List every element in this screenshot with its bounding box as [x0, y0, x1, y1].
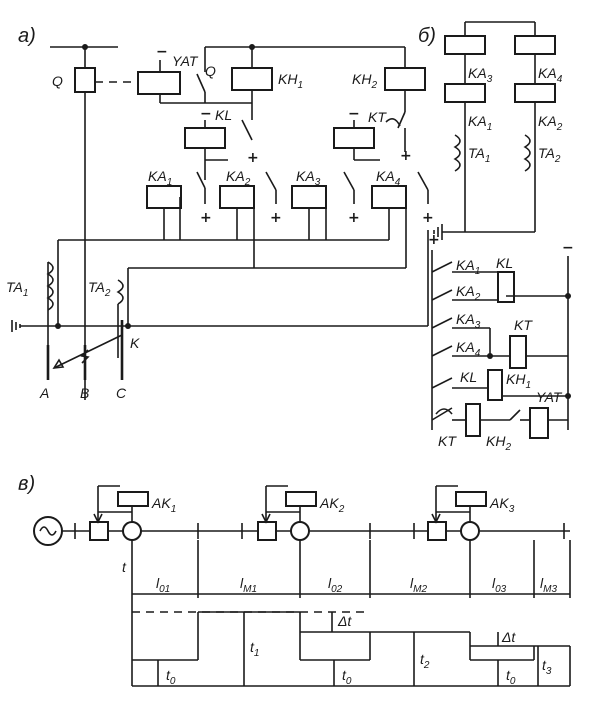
coil-b-KH2: [465, 403, 481, 437]
relay-b-KA4-top: [514, 35, 556, 55]
svg-text:KA2: KA2: [456, 283, 481, 303]
svg-text:t0: t0: [166, 667, 176, 687]
svg-text:KH2: KH2: [486, 433, 511, 453]
svg-text:KA4: KA4: [376, 168, 401, 188]
svg-text:t: t: [122, 559, 127, 575]
svg-text:A: A: [39, 385, 49, 401]
svg-text:KA4: KA4: [538, 65, 563, 85]
svg-text:KL: KL: [496, 255, 513, 271]
svg-text:Q: Q: [205, 63, 216, 79]
coil-KH1: [231, 67, 273, 91]
transformer-TA2: [116, 279, 124, 305]
svg-text:AK3: AK3: [489, 495, 515, 515]
coil-b-KH1: [487, 369, 503, 401]
svg-text:+: +: [400, 148, 412, 164]
svg-text:t3: t3: [542, 657, 552, 677]
svg-text:+: +: [428, 232, 440, 248]
svg-text:KT: KT: [438, 433, 457, 449]
svg-text:KT: KT: [514, 317, 533, 333]
svg-text:KL: KL: [460, 369, 477, 385]
relay-KA1: [146, 185, 182, 209]
svg-text:KL: KL: [215, 107, 232, 123]
svg-text:t0: t0: [342, 667, 352, 687]
coil-KH2: [384, 67, 426, 91]
breaker-Q-box: [74, 67, 96, 93]
relay-b-KA1-box: [444, 83, 486, 103]
svg-text:AK2: AK2: [319, 495, 345, 515]
section-a-label: а): [18, 25, 36, 47]
svg-text:t0: t0: [506, 667, 516, 687]
svg-text:YAT: YAT: [536, 389, 563, 405]
svg-text:TA2: TA2: [538, 145, 561, 165]
svg-text:KA1: KA1: [468, 113, 492, 133]
svg-text:C: C: [116, 385, 127, 401]
svg-text:+: +: [348, 210, 360, 226]
section-v-label: в): [18, 473, 35, 495]
coil-b-KT: [509, 335, 527, 369]
relay-b-KA3-top: [444, 35, 486, 55]
svg-text:Δt: Δt: [501, 629, 516, 645]
svg-text:B: B: [80, 385, 89, 401]
svg-text:lM3: lM3: [540, 575, 557, 595]
coil-b-YAT: [529, 407, 549, 439]
relay-KA4: [371, 185, 407, 209]
svg-text:KT: KT: [368, 109, 387, 125]
svg-text:KA2: KA2: [538, 113, 563, 133]
svg-text:lM1: lM1: [240, 575, 257, 595]
svg-text:−: −: [562, 240, 574, 256]
relay-b-KA2-box: [514, 83, 556, 103]
relay-KA3: [291, 185, 327, 209]
svg-text:−: −: [348, 106, 360, 122]
svg-text:t2: t2: [420, 651, 430, 671]
svg-text:AK1: AK1: [151, 495, 176, 515]
svg-text:+: +: [270, 210, 282, 226]
coil-KL: [184, 127, 226, 149]
svg-text:KH2: KH2: [352, 71, 377, 91]
section-b-label: б): [418, 25, 436, 47]
svg-text:+: +: [247, 150, 259, 166]
svg-text:KH1: KH1: [278, 71, 303, 91]
coil-b-KL: [497, 271, 515, 303]
svg-text:TA2: TA2: [88, 279, 111, 299]
relay-KA2: [219, 185, 255, 209]
svg-text:TA1: TA1: [6, 279, 28, 299]
svg-text:KA4: KA4: [456, 339, 481, 359]
svg-text:KA3: KA3: [296, 168, 321, 188]
svg-text:t1: t1: [250, 639, 259, 659]
coil-KT: [333, 127, 375, 149]
svg-text:YAT: YAT: [172, 53, 199, 69]
svg-text:KA1: KA1: [148, 168, 172, 188]
svg-text:−: −: [200, 106, 212, 122]
svg-text:KA3: KA3: [456, 311, 481, 331]
svg-text:KA1: KA1: [456, 257, 480, 277]
svg-text:KH1: KH1: [506, 371, 531, 391]
svg-text:lM2: lM2: [410, 575, 427, 595]
label-Q: Q: [52, 73, 63, 89]
svg-text:+: +: [200, 210, 212, 226]
svg-text:KA3: KA3: [468, 65, 493, 85]
svg-text:l02: l02: [328, 575, 343, 595]
coil-YAT: [137, 71, 181, 95]
svg-text:l01: l01: [156, 575, 170, 595]
svg-text:Δt: Δt: [337, 613, 352, 629]
svg-text:l03: l03: [492, 575, 507, 595]
svg-text:K: K: [130, 335, 140, 351]
svg-text:−: −: [156, 44, 168, 60]
svg-text:TA1: TA1: [468, 145, 490, 165]
svg-text:KA2: KA2: [226, 168, 251, 188]
svg-text:+: +: [422, 210, 434, 226]
